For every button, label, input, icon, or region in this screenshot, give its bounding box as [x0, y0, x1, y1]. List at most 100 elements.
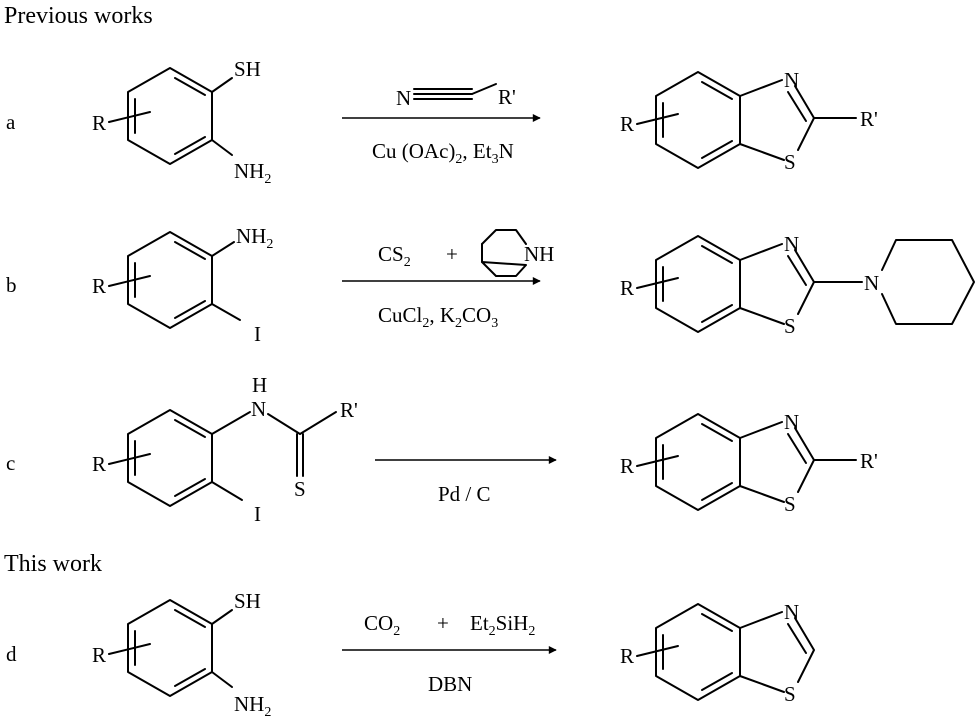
nh-bond: [211, 411, 251, 435]
piperidine-n-label: N: [864, 271, 879, 295]
product-d: R N S: [620, 600, 815, 706]
r-prime-label: R': [340, 398, 358, 422]
header-previous-works: Previous works: [4, 3, 153, 29]
row-label-c: c: [6, 451, 15, 475]
r-bond: [108, 643, 151, 655]
r-group-label: R: [92, 452, 106, 476]
n-atom-label: N: [784, 600, 799, 624]
reactant-b: R NH2 I: [92, 224, 273, 346]
row-label-a: a: [6, 110, 16, 134]
reactant-a: R SH NH2: [92, 57, 271, 187]
benzo-double-bonds: [662, 423, 733, 501]
r-bond: [108, 111, 151, 123]
reactant-c: R H N R' S I: [92, 373, 358, 526]
nh2-label: NH2: [234, 692, 271, 720]
r-bond: [636, 113, 679, 125]
n-c-bond: [267, 413, 301, 435]
product-b: R N S N: [620, 232, 975, 338]
ring-double-bonds: [134, 241, 206, 319]
benzo-double-bonds: [662, 81, 733, 159]
s-atom-label: S: [784, 150, 796, 174]
s-atom-label: S: [294, 477, 306, 501]
n-atom-label: N: [251, 397, 266, 421]
benzene-ring: [127, 67, 213, 165]
cs2-label: CS2: [378, 242, 411, 270]
c-r-bond: [299, 411, 337, 435]
iodo-label: I: [254, 502, 261, 526]
sh-label: SH: [234, 589, 261, 613]
r-bond: [108, 275, 151, 287]
r-bond: [636, 455, 679, 467]
catalyst-label-c: Pd / C: [438, 482, 491, 506]
substituent-label: R': [860, 107, 878, 131]
cn-double-bond: [787, 433, 807, 464]
substituent-label: R': [860, 449, 878, 473]
benzene-ring: [127, 409, 213, 507]
n-atom-label: N: [784, 68, 799, 92]
row-d: d R SH NH2 CO2 + Et2SiH2 DBN R N S: [6, 589, 815, 720]
product-c: R N S R': [620, 410, 878, 516]
benzo-ring: [655, 413, 741, 511]
s-atom-label: S: [784, 492, 796, 516]
plus-sign: +: [446, 242, 458, 266]
silane-label: Et2SiH2: [470, 611, 535, 639]
sh-label: SH: [234, 57, 261, 81]
nh2-bond: [211, 139, 233, 156]
catalyst-label-a: Cu (OAc)2, Et3N: [372, 139, 514, 167]
s-atom-label: S: [784, 314, 796, 338]
r-group-label: R: [620, 112, 634, 136]
reactant-d: R SH NH2: [92, 589, 271, 720]
r-bond: [636, 277, 679, 289]
benzo-double-bonds: [662, 245, 733, 323]
reagent-nitrile: N R': [396, 83, 516, 110]
r-group-label: R: [92, 111, 106, 135]
n-atom-label: N: [784, 232, 799, 256]
row-label-b: b: [6, 273, 17, 297]
sh-bond: [211, 77, 233, 93]
r-group-label: R: [620, 276, 634, 300]
row-b: b R NH2 I CS2 + NH CuCl2, K2CO3: [6, 224, 975, 346]
header-this-work: This work: [4, 551, 102, 577]
nh-label: NH: [524, 242, 554, 266]
cn-double-bond: [787, 623, 807, 654]
row-label-d: d: [6, 642, 17, 666]
r-group-label: R: [92, 274, 106, 298]
thiazole-ring: [739, 611, 815, 693]
iodo-label: I: [254, 322, 261, 346]
nitrile-n-label: N: [396, 86, 411, 110]
thiazole-ring: [739, 79, 815, 161]
r-group-label: R: [620, 454, 634, 478]
benzo-double-bonds: [662, 613, 733, 691]
catalyst-label-b: CuCl2, K2CO3: [378, 303, 498, 331]
cn-double-bond: [787, 255, 807, 286]
r-group-label: R: [620, 644, 634, 668]
piperidine-ring: [481, 229, 527, 277]
cn-double-bond: [787, 91, 807, 122]
thiazole-ring: [739, 243, 815, 325]
sh-bond: [211, 609, 233, 625]
r-bond: [636, 645, 679, 657]
n-atom-label: N: [784, 410, 799, 434]
nh2-bond: [211, 671, 233, 688]
co2-label: CO2: [364, 611, 400, 639]
base-label-d: DBN: [428, 672, 472, 696]
benzo-ring: [655, 235, 741, 333]
nh2-label: NH2: [234, 159, 271, 187]
ring-double-bonds: [134, 77, 206, 155]
iodo-bond: [211, 303, 241, 321]
row-c: c R H N R' S I Pd / C: [6, 373, 878, 526]
nitrile-r-label: R': [498, 85, 516, 109]
piperidine-reagent: NH: [481, 229, 554, 277]
ring-double-bonds: [134, 419, 206, 497]
thiazole-ring: [739, 421, 815, 503]
nh2-bond: [211, 241, 235, 257]
nh2-label: NH2: [236, 224, 273, 252]
benzene-ring: [127, 231, 213, 329]
h-atom-label: H: [252, 373, 267, 397]
ring-double-bonds: [134, 609, 206, 687]
s-atom-label: S: [784, 682, 796, 706]
product-a: R N S R': [620, 68, 878, 174]
iodo-bond: [211, 481, 243, 501]
benzo-ring: [655, 71, 741, 169]
